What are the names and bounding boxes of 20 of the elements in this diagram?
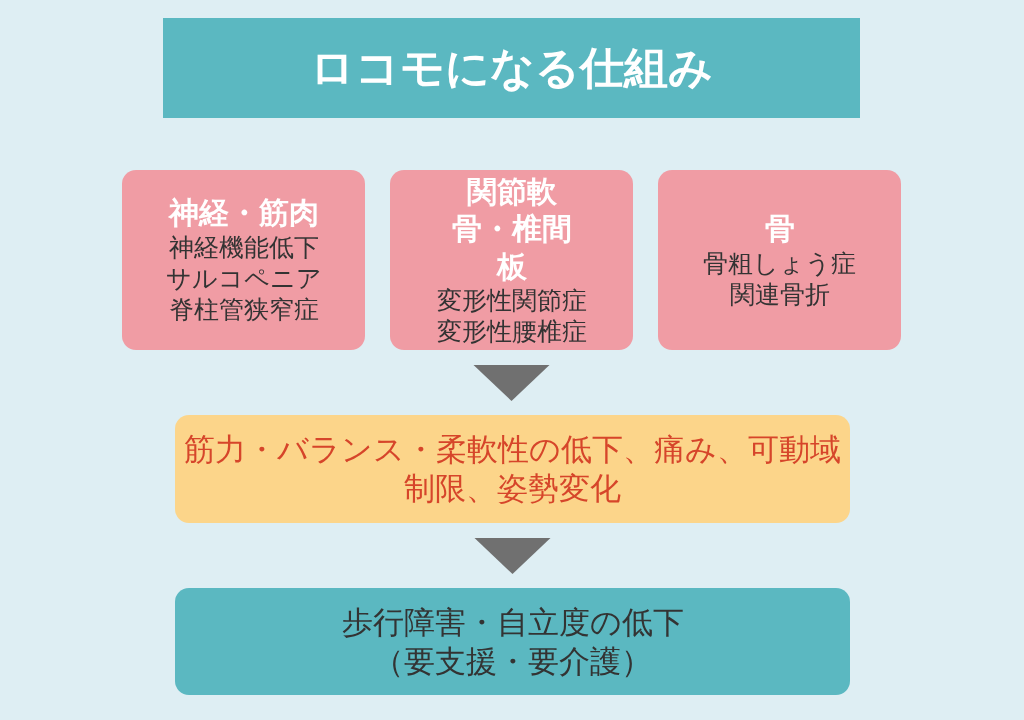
category-box: [122, 170, 365, 350]
box-text: 歩行障害・自立度の低下: [341, 602, 684, 642]
box-text: 変形性腰椎症: [436, 316, 587, 348]
box-text: （要支援・要介護）: [373, 641, 652, 681]
box-text: 神経機能低下: [168, 231, 319, 264]
box-text: 筋力・バランス・柔軟性の低下、痛み、可動域制限、姿勢変化: [183, 430, 842, 508]
category-box: [390, 170, 633, 350]
box-text: 脊柱管狭窄症: [168, 294, 319, 326]
box-text: サルコペニア: [165, 263, 322, 295]
category-box: [658, 170, 901, 350]
category-heading: 骨: [764, 210, 795, 248]
symptom-box: [175, 415, 850, 523]
box-text: 骨粗しょう症関連骨折: [702, 247, 857, 310]
title-banner: ロコモになる仕組み: [163, 18, 860, 118]
outcome-box: [175, 588, 850, 695]
box-text: 変形性関節症: [436, 285, 587, 317]
category-heading: 関節軟骨・椎間板: [450, 172, 573, 285]
down-arrow: [474, 538, 551, 574]
down-arrow: [473, 365, 550, 401]
category-heading: 神経・筋肉: [168, 194, 319, 232]
